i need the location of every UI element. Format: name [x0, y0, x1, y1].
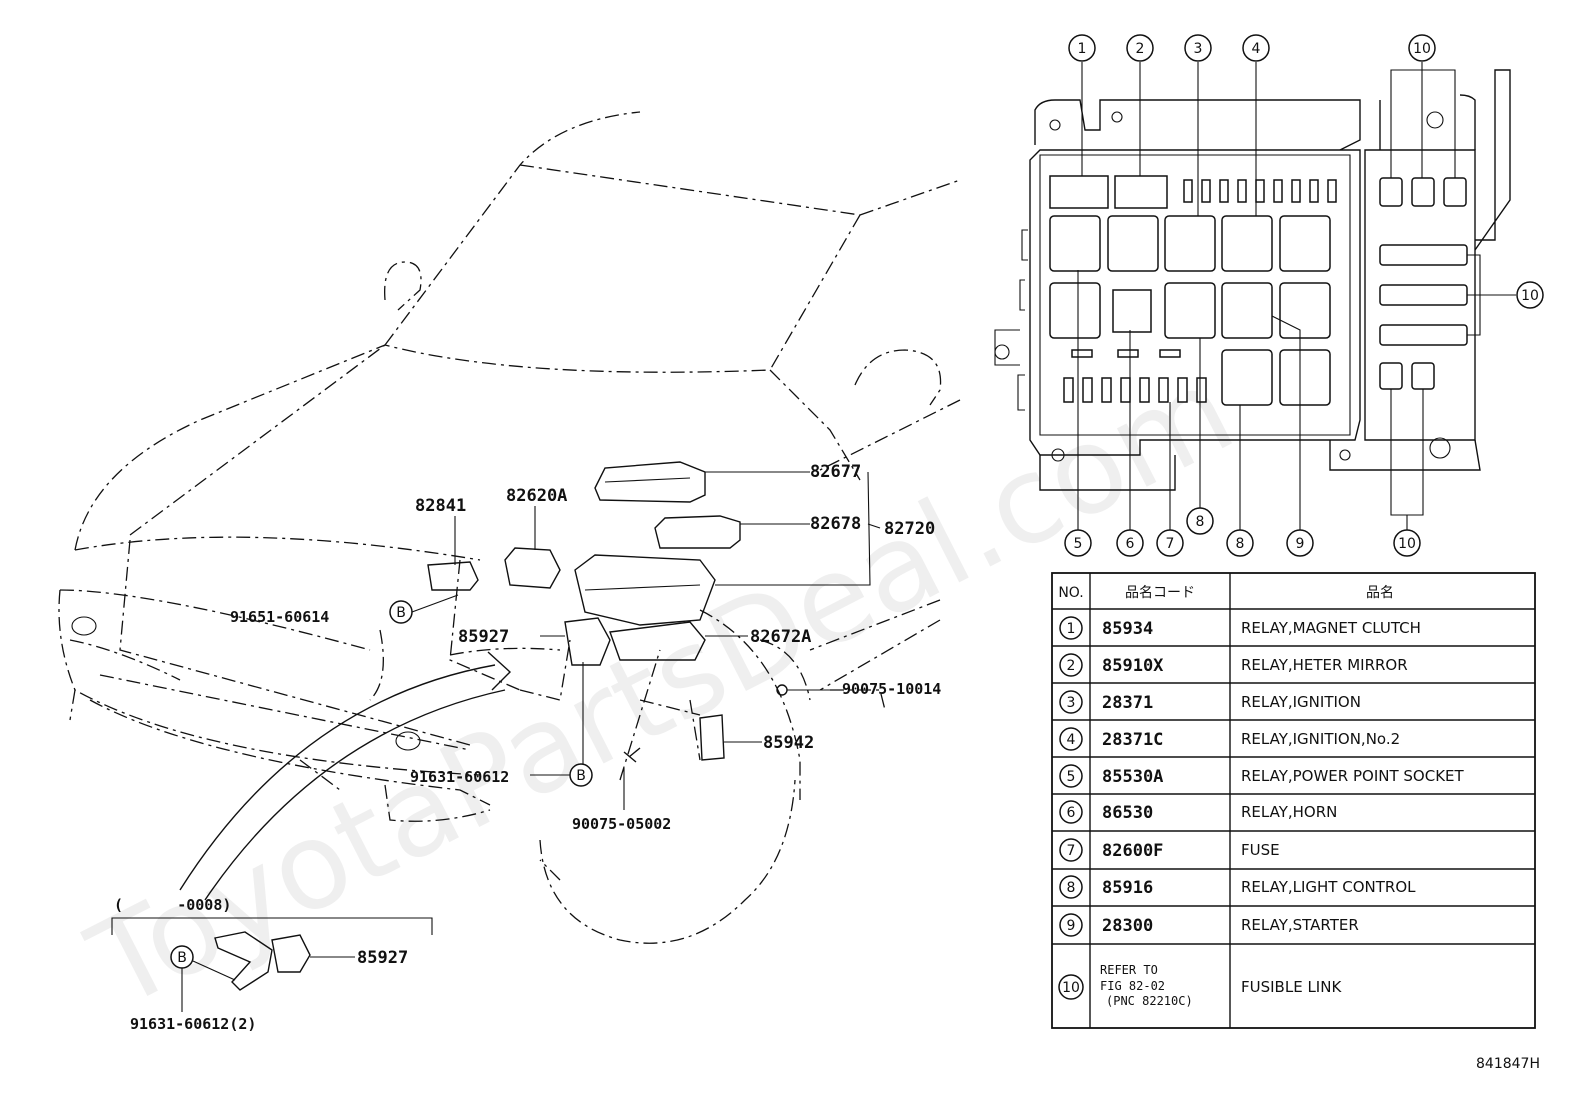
row-number: 1: [1067, 621, 1076, 637]
table-row: 2 85910X RELAY,HETER MIRROR: [1059, 653, 1408, 677]
clip-b-label: B: [177, 950, 187, 966]
part-number-85927: 85927: [458, 627, 509, 647]
callout-9: 9: [1296, 536, 1305, 552]
part-number-82841: 82841: [415, 496, 466, 516]
table-header-no: NO.: [1058, 585, 1083, 601]
clip-callouts: B B B: [170, 600, 593, 969]
row-number: 6: [1067, 805, 1076, 821]
part-number-82677: 82677: [810, 462, 861, 482]
callout-4: 4: [1252, 41, 1261, 57]
callout-3: 3: [1194, 41, 1203, 57]
part-number-90075-10014: 90075-10014: [842, 680, 941, 698]
row-code: 82600F: [1102, 841, 1163, 861]
row-code: 85916: [1102, 878, 1153, 898]
row-name: RELAY,HETER MIRROR: [1241, 656, 1408, 674]
row-code-line: FIG 82-02: [1100, 979, 1165, 993]
row-number: 5: [1067, 769, 1076, 785]
row-number: 8: [1067, 880, 1076, 896]
part-number-91631-60612: 91631-60612: [410, 768, 509, 786]
part-number-82672a: 82672A: [750, 627, 811, 647]
table-row: 6 86530 RELAY,HORN: [1059, 800, 1337, 824]
row-number: 3: [1067, 695, 1076, 711]
clip-b-label: B: [576, 768, 586, 784]
row-code: 85530A: [1102, 767, 1163, 787]
row-code-line: REFER TO: [1100, 963, 1158, 977]
leader-lines: [411, 471, 881, 810]
table-row: 7 82600F FUSE: [1059, 838, 1280, 862]
row-code: 85934: [1102, 619, 1153, 639]
inset-part-number-91631: 91631-60612(2): [130, 1015, 256, 1033]
part-number-90075-05002: 90075-05002: [572, 815, 671, 833]
row-code: 28371C: [1102, 730, 1163, 750]
callout-8: 8: [1236, 536, 1245, 552]
row-name: RELAY,POWER POINT SOCKET: [1241, 767, 1465, 785]
callout-7: 7: [1166, 536, 1175, 552]
row-name: RELAY,STARTER: [1241, 916, 1359, 934]
fuse-box-detail: [994, 62, 1516, 530]
mini-fuse-row-top: [1183, 179, 1337, 203]
row-name: FUSIBLE LINK: [1241, 978, 1342, 996]
table-row: 10 REFER TO FIG 82-02 (PNC 82210C) FUSIB…: [1058, 963, 1342, 1008]
row-code: 85910X: [1102, 656, 1164, 676]
row-code: 28300: [1102, 916, 1153, 936]
part-number-82620a: 82620A: [506, 486, 567, 506]
table-row: 4 28371C RELAY,IGNITION,No.2: [1059, 727, 1400, 751]
row-code: 86530: [1102, 803, 1153, 823]
row-number: 2: [1067, 658, 1076, 674]
callout-6: 6: [1126, 536, 1135, 552]
relay-grid: [1049, 215, 1331, 406]
row-name: RELAY,IGNITION,No.2: [1241, 730, 1400, 748]
row-name: FUSE: [1241, 841, 1280, 859]
callout-2: 2: [1136, 41, 1145, 57]
row-number: 10: [1062, 980, 1080, 996]
row-name: RELAY,IGNITION: [1241, 693, 1361, 711]
part-number-82678: 82678: [810, 514, 861, 534]
mini-fuse-row-bottom: [1063, 377, 1207, 403]
row-code: 28371: [1102, 693, 1153, 713]
callout-10: 10: [1521, 288, 1539, 304]
table-row: 3 28371 RELAY,IGNITION: [1059, 690, 1361, 714]
table-header-code: 品名コード: [1125, 585, 1195, 601]
table-row: 9 28300 RELAY,STARTER: [1059, 913, 1359, 937]
parts-table: NO. 品名コード 品名 1 85934 RELAY,MAGNET CLUTCH…: [1051, 572, 1536, 1029]
row-number: 9: [1067, 918, 1076, 934]
table-row: 1 85934 RELAY,MAGNET CLUTCH: [1059, 616, 1421, 640]
inset-early-model: ( -0008) 85927 91631-60612(2): [111, 896, 433, 1033]
row-name: RELAY,HORN: [1241, 803, 1337, 821]
row-name: RELAY,LIGHT CONTROL: [1241, 878, 1416, 896]
row-code-line: (PNC 82210C): [1106, 994, 1193, 1008]
callout-8: 8: [1196, 514, 1205, 530]
part-number-85942: 85942: [763, 733, 814, 753]
table-row: 5 85530A RELAY,POWER POINT SOCKET: [1059, 764, 1465, 788]
fuse-box-callouts: 1 2 3 4 10 10 5 6 7 8 8 9 10: [1064, 34, 1544, 557]
callout-10: 10: [1398, 536, 1416, 552]
part-number-91651-60614: 91651-60614: [230, 608, 329, 626]
inset-range-label: ( -0008): [114, 896, 231, 914]
drawing-id: 841847H: [1476, 1056, 1540, 1072]
callout-10: 10: [1413, 41, 1431, 57]
table-header-name: 品名: [1366, 585, 1394, 601]
part-number-82720: 82720: [884, 519, 935, 539]
part-number-labels: 82841 82620A 82677 82678 82720 85927 826…: [230, 462, 941, 833]
callout-1: 1: [1078, 41, 1087, 57]
row-number: 7: [1067, 843, 1076, 859]
row-number: 4: [1067, 732, 1076, 748]
clip-b-label: B: [396, 605, 406, 621]
callout-5: 5: [1074, 536, 1083, 552]
table-row: 8 85916 RELAY,LIGHT CONTROL: [1059, 875, 1416, 899]
row-name: RELAY,MAGNET CLUTCH: [1241, 619, 1421, 637]
inset-part-number-85927: 85927: [357, 948, 408, 968]
relay-block-assembly: [179, 461, 788, 901]
